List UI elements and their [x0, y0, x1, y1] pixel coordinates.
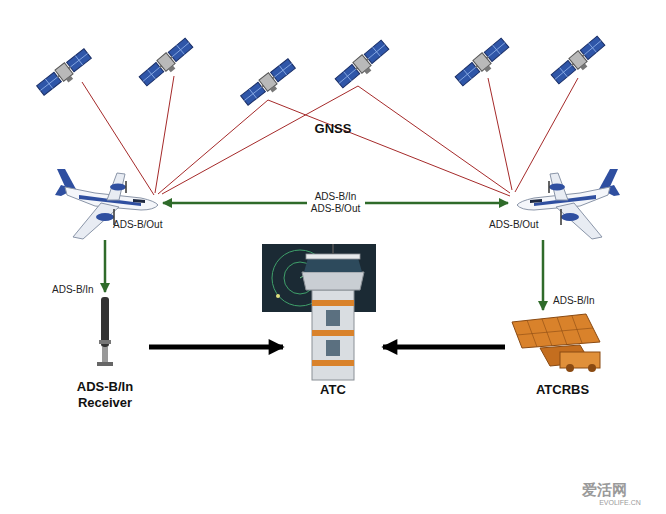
satellites — [36, 35, 608, 109]
ground-link-arrow — [149, 345, 283, 350]
aircraft — [55, 169, 620, 239]
datalink-arrow — [542, 240, 545, 310]
atc-node: ATC — [283, 245, 383, 400]
gnss-signal-lines — [82, 76, 578, 196]
atc-tower — [262, 244, 376, 380]
gnss-label: GNSS — [315, 121, 352, 137]
signal-name: ADS-B/In — [52, 284, 94, 296]
atcrbs-radar — [512, 314, 600, 372]
node-label: ATC — [320, 382, 346, 398]
receiver-node: ADS-B/In Receiver — [61, 292, 149, 413]
node-label: ADS-B/In Receiver — [63, 379, 147, 411]
signal-name: ADS-B/In — [553, 295, 595, 307]
receiver-antenna — [97, 297, 113, 366]
datalink-arrow — [104, 240, 107, 292]
edge-label: ADS-B/In ADS-B/Out — [307, 191, 365, 215]
edge-label: ADS-B/Out — [489, 219, 538, 231]
node-label: ATCRBS — [536, 382, 589, 398]
atcrbs-node: ATCRBS — [505, 310, 620, 400]
edge-label: ADS-B/Out — [113, 219, 162, 231]
watermark: EVOLIFE.CN — [599, 499, 641, 507]
watermark: 爱活网 — [582, 481, 627, 498]
ground-link-arrow — [383, 345, 505, 350]
